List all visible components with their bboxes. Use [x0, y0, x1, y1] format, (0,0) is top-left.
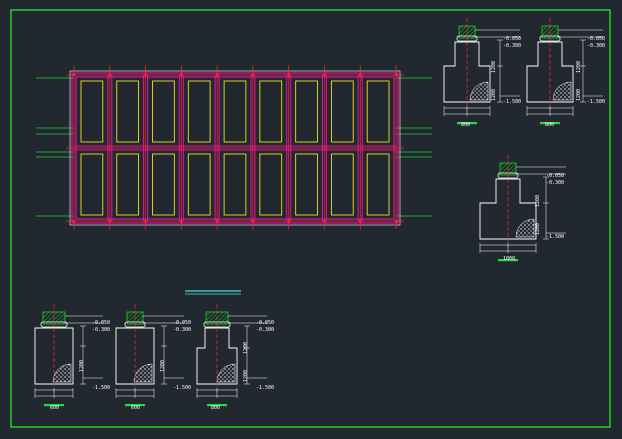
foundation-plan [36, 65, 432, 229]
plan-panel [330, 153, 354, 216]
elev-label-mid: -0.300 [587, 43, 605, 49]
plan-panel [80, 153, 104, 216]
plan-panel [259, 80, 283, 143]
plan-panel [295, 80, 318, 143]
gravel-fill [469, 81, 489, 101]
dim-width: 600 [50, 405, 59, 411]
gravel-fill [133, 363, 153, 383]
dim-height: 1200 [491, 61, 497, 73]
gravel-fill [552, 81, 572, 101]
footing-outline [479, 178, 537, 240]
plan-panel [366, 153, 390, 216]
dim-base: 1200 [576, 89, 582, 101]
dim-base: 1200 [491, 89, 497, 101]
dim-height: 1200 [160, 360, 166, 372]
section-detail-bottom-2: -0.050-0.300 -1.500 1200 600 [115, 304, 191, 411]
dim-base: 1200 [243, 370, 249, 382]
dim-width: 800 [461, 122, 470, 128]
elev-label-bottom: -1.500 [546, 234, 564, 240]
dim-width: 1000 [503, 256, 515, 262]
plan-panel [152, 153, 175, 216]
elev-label-mid: -0.300 [256, 327, 274, 333]
plan-panel [80, 80, 104, 143]
plan-panel [295, 153, 318, 216]
elev-label-bottom: -1.500 [256, 385, 274, 391]
plan-panel [330, 80, 354, 143]
elev-label-top: -0.050 [92, 320, 110, 326]
section-detail-top-left: -0.050-0.300 -1.500 1200 1200 800 [443, 18, 521, 128]
plan-panel [187, 80, 211, 143]
footing-outline [34, 327, 74, 385]
detail-caption-bar [207, 404, 227, 407]
section-detail-bottom-3: -0.050-0.300 -1.500 1200 1200 800 [196, 304, 274, 411]
elev-label-mid: -0.300 [173, 327, 191, 333]
plan-panel [152, 80, 175, 143]
plan-panel [116, 80, 140, 143]
plan-panel [116, 153, 140, 216]
dim-width: 600 [131, 405, 140, 411]
plan-title-bar [185, 290, 241, 295]
gravel-fill [52, 363, 72, 383]
plan-panel [223, 80, 247, 143]
elev-label-bottom: -1.500 [587, 99, 605, 105]
dim-width: 800 [545, 122, 554, 128]
dim-width: 800 [211, 405, 220, 411]
gravel-fill [515, 218, 535, 238]
elev-label-mid: -0.300 [503, 43, 521, 49]
elev-label-top: -0.050 [587, 36, 605, 42]
section-detail-bottom-1: -0.050-0.300 -1.500 1200 600 [34, 304, 110, 411]
elev-label-top: -0.050 [503, 36, 521, 42]
detail-caption-bar [44, 404, 64, 407]
gravel-fill [216, 363, 236, 383]
section-detail-top-right: -0.050-0.300 -1.500 1200 1200 800 [526, 18, 605, 128]
drawing-frame [10, 9, 611, 428]
detail-caption-bar [498, 259, 518, 262]
dim-base: 1200 [535, 223, 541, 235]
detail-caption-bar [457, 122, 477, 125]
elev-label-bottom: -1.500 [92, 385, 110, 391]
detail-caption-bar [540, 122, 560, 125]
section-detail-middle: -0.050-0.300 -1.500 1200 1200 1000 [479, 155, 566, 262]
plan-panel [366, 80, 390, 143]
footing-outline [443, 41, 491, 103]
elev-label-mid: -0.300 [92, 327, 110, 333]
dim-height: 1200 [79, 360, 85, 372]
footing-outline [526, 41, 574, 103]
dim-height: 1200 [243, 342, 249, 354]
elev-label-bottom: -1.500 [173, 385, 191, 391]
elev-label-top: -0.050 [256, 320, 274, 326]
detail-caption-bar [125, 404, 145, 407]
footing-outline [196, 327, 238, 385]
plan-panel [259, 153, 283, 216]
elev-label-bottom: -1.500 [503, 99, 521, 105]
dim-height: 1200 [576, 61, 582, 73]
dim-height: 1200 [535, 195, 541, 207]
elev-label-top: -0.050 [173, 320, 191, 326]
footing-outline [115, 327, 155, 385]
plan-panel [187, 153, 211, 216]
elev-label-top: -0.050 [546, 173, 564, 179]
elev-label-mid: -0.300 [546, 180, 564, 186]
plan-panel [223, 153, 247, 216]
